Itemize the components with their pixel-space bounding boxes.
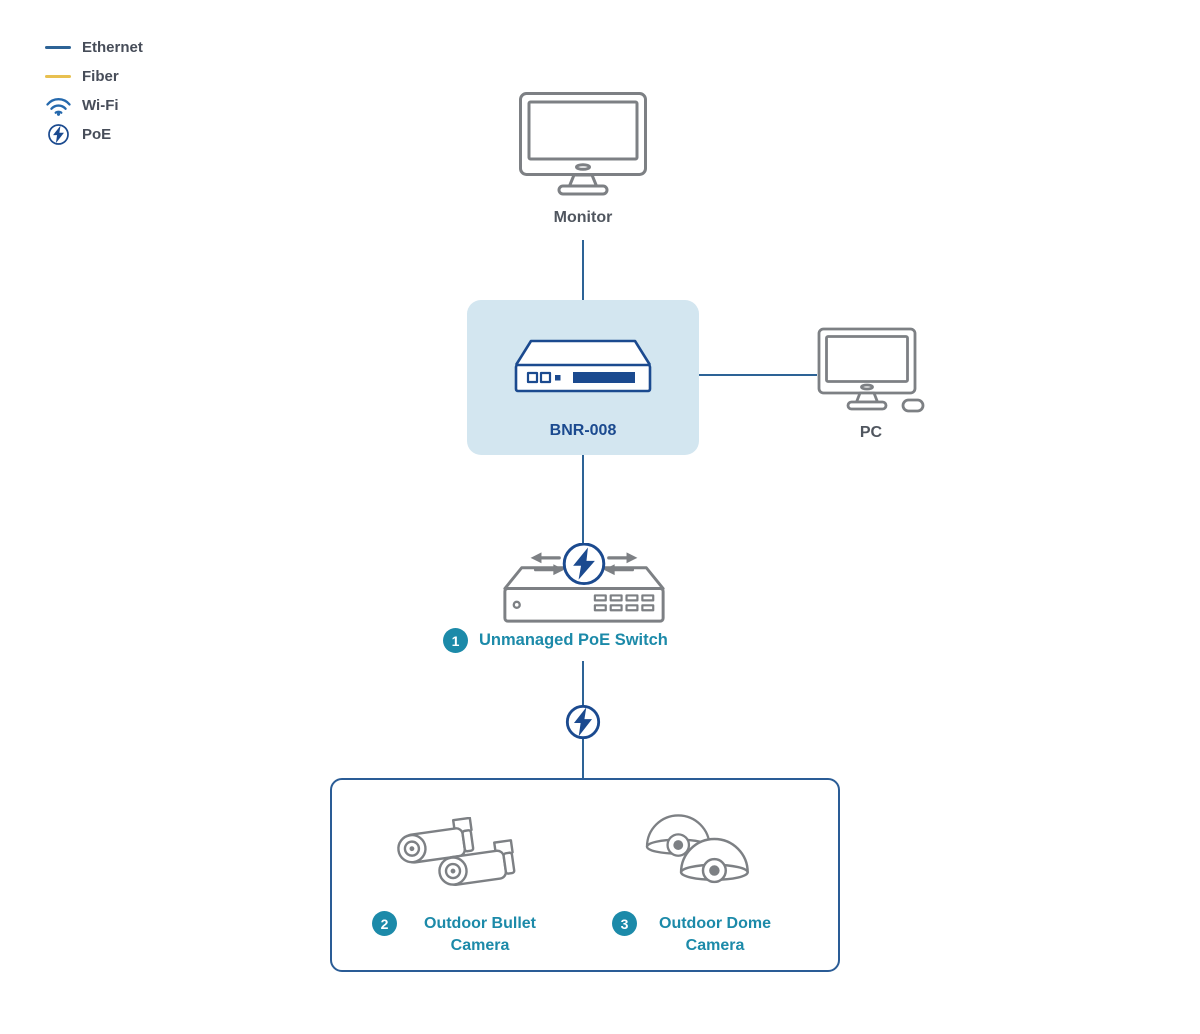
poe-inline-icon [564,703,602,746]
nvr-icon [499,336,667,401]
legend-label-poe: PoE [82,126,112,143]
bullet-camera-icon [395,816,535,902]
dome-camera-badge: 3 [612,911,637,936]
poe-switch-label: Unmanaged PoE Switch [479,631,668,650]
poe-icon [44,123,72,146]
link-nvr-switch [582,455,584,547]
dome-camera-icon [640,808,758,911]
dome-camera-label: Outdoor Dome Camera [659,915,771,954]
bullet-camera-label: Outdoor Bullet Camera [424,915,536,954]
wifi-icon [44,95,72,117]
ethernet-line-swatch [44,46,72,49]
nvr-label: BNR-008 [549,422,617,439]
legend-label-fiber: Fiber [82,68,119,85]
fiber-line-swatch [44,75,72,78]
legend-item-ethernet: Ethernet [44,33,143,62]
legend-label-ethernet: Ethernet [82,39,143,56]
monitor-label: Monitor [553,209,613,226]
pc-label: PC [859,424,883,441]
monitor-icon [517,90,649,207]
link-monitor-nvr [582,240,584,302]
poe-switch-icon [494,542,674,642]
link-nvr-pc [699,374,817,376]
legend: Ethernet Fiber Wi-Fi [44,33,143,149]
dome-camera-caption: 3 Outdoor Dome Camera [612,911,785,956]
bullet-camera-badge: 2 [372,911,397,936]
legend-label-wifi: Wi-Fi [82,97,119,114]
poe-switch-caption: 1 Unmanaged PoE Switch [443,628,668,653]
bullet-camera-caption: 2 Outdoor Bullet Camera [372,911,555,956]
legend-item-wifi: Wi-Fi [44,91,143,120]
pc-icon [817,327,927,424]
poe-switch-badge: 1 [443,628,468,653]
legend-item-poe: PoE [44,120,143,149]
camera-group-box [330,778,840,972]
legend-item-fiber: Fiber [44,62,143,91]
